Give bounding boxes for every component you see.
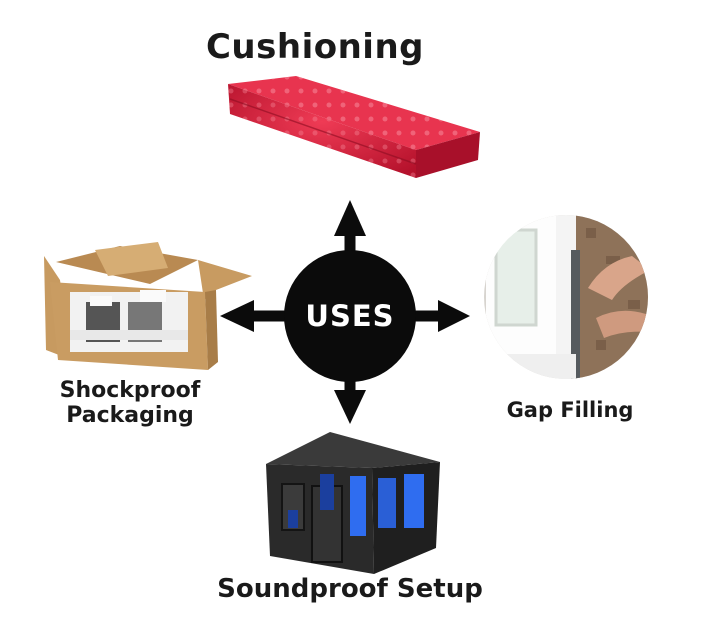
- gap-filling-label: Gap Filling: [506, 398, 634, 422]
- cushioning-label: Cushioning: [205, 27, 424, 67]
- soundproof-setup-label: Soundproof Setup: [217, 574, 483, 604]
- uses-hub: [284, 250, 416, 382]
- packaging-line: Packaging: [66, 403, 194, 429]
- soundproof-booth-image: [266, 432, 440, 574]
- shockproof-line: Shockproof: [59, 378, 201, 403]
- mattress-image: [228, 76, 480, 178]
- shockproof-packaging-label: Shockproof Packaging: [20, 378, 240, 429]
- uses-hub-label: USES: [305, 299, 395, 333]
- packaging-box-image: [44, 242, 252, 370]
- gap-filling-image: [484, 215, 648, 379]
